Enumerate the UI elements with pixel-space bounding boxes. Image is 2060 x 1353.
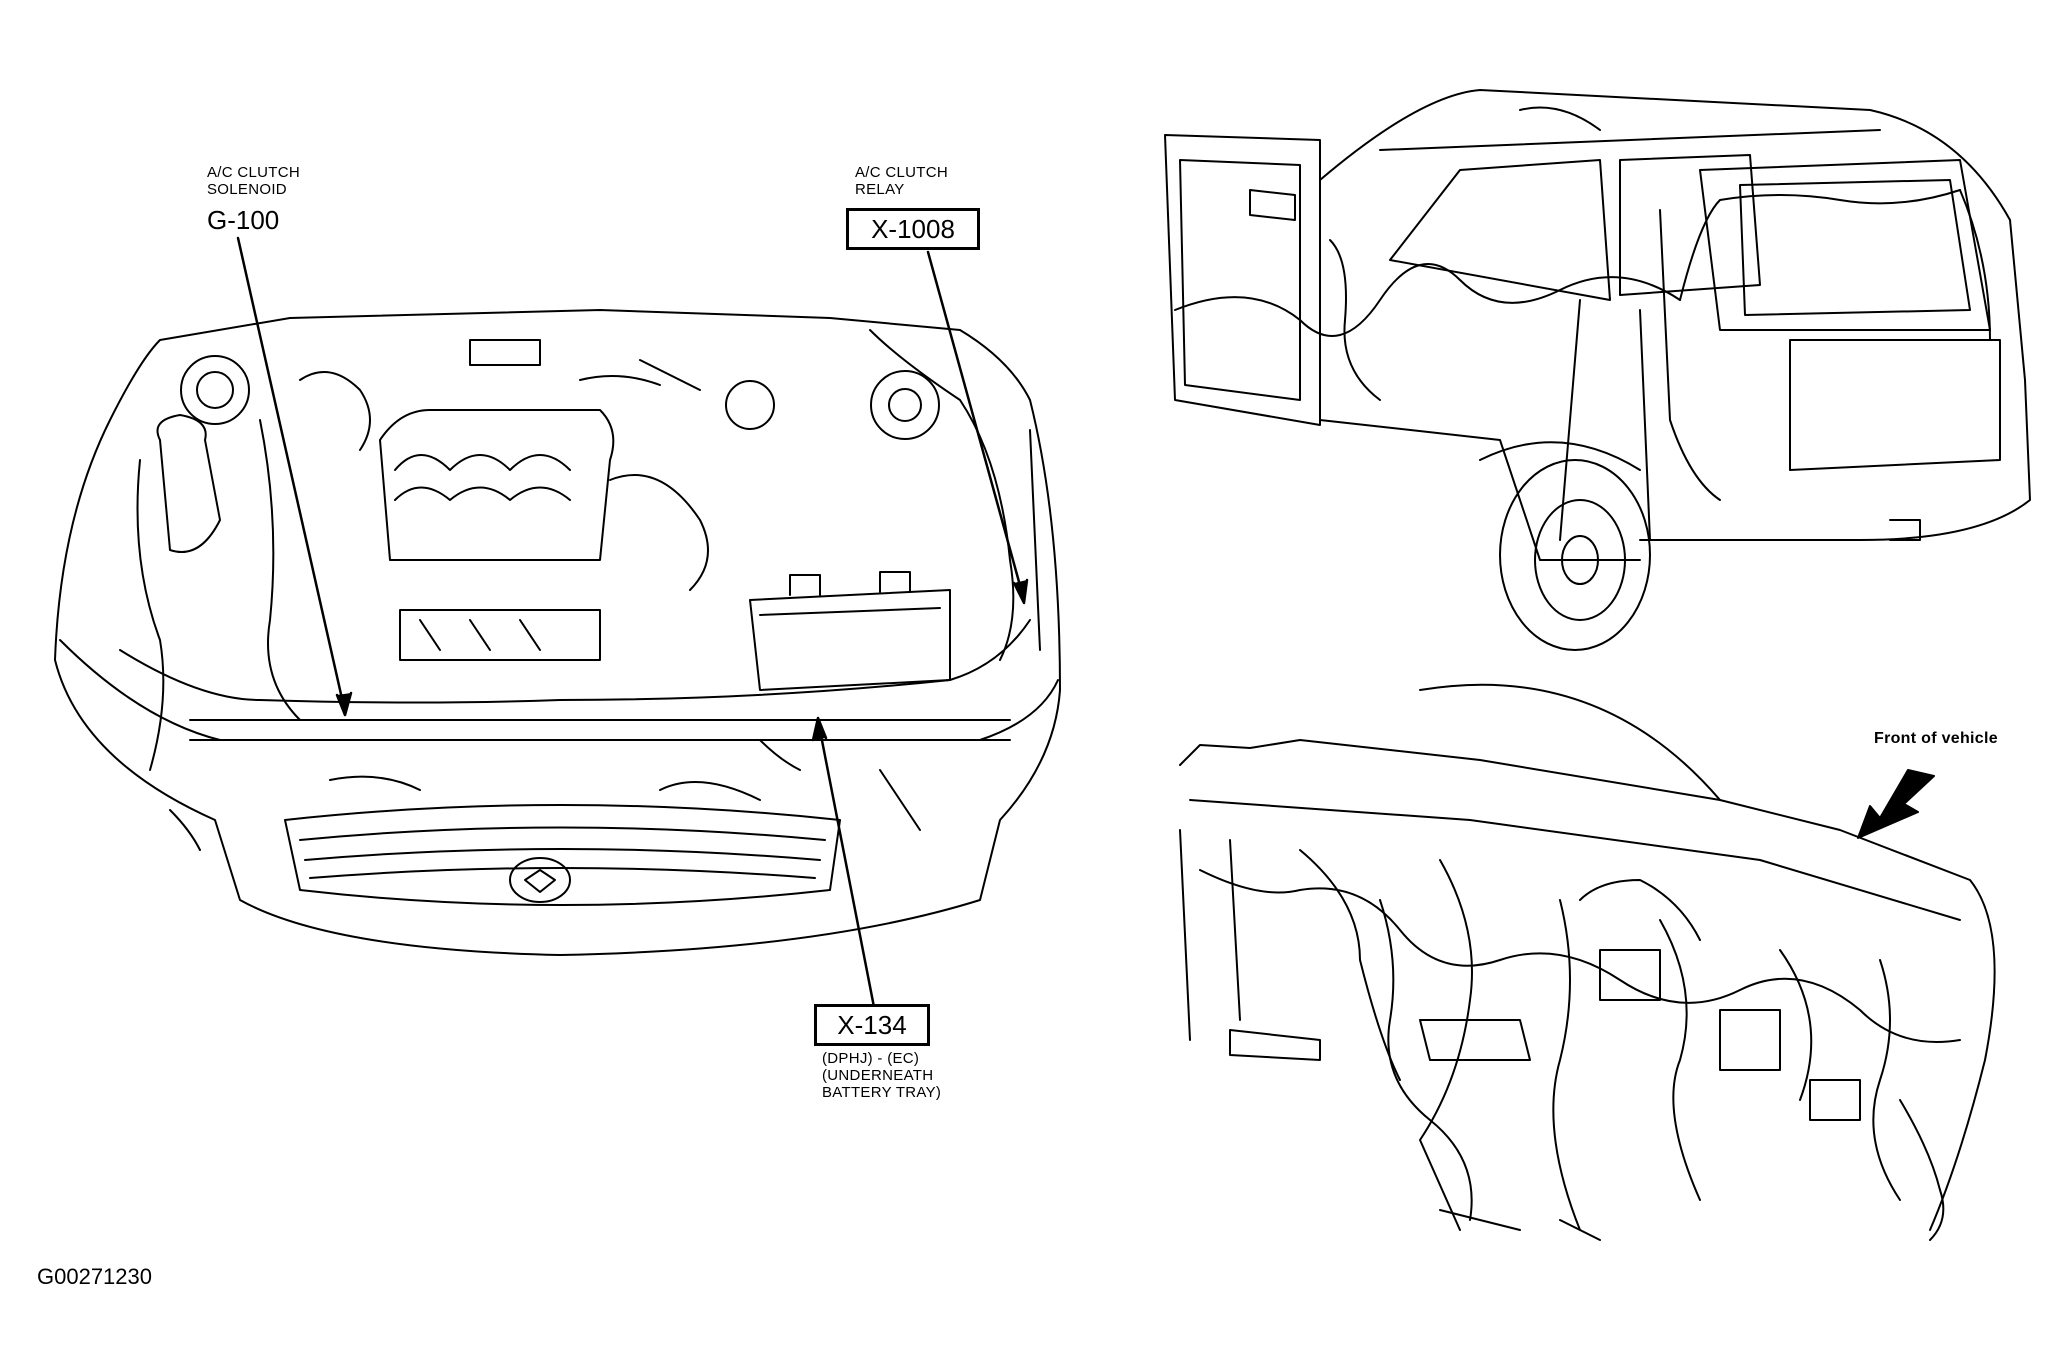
ac-clutch-relay-code-box: X-1008 — [846, 208, 980, 250]
ac-clutch-solenoid-label: A/C CLUTCH SOLENOID — [207, 164, 301, 198]
x134-code-box: X-134 — [814, 1004, 930, 1046]
vehicle-rear-illustration — [1164, 89, 2031, 651]
front-of-vehicle-arrow — [1857, 769, 1935, 839]
x134-note: (DPHJ) - (EC) (UNDERNEATH BATTERY TRAY) — [822, 1050, 942, 1101]
ac-clutch-solenoid-code: G-100 — [207, 205, 280, 235]
leader-x1008 — [926, 250, 1029, 605]
leader-g100 — [236, 236, 353, 717]
engine-bay-illustration — [54, 309, 1061, 956]
figure-id: G00271230 — [37, 1264, 152, 1289]
front-of-vehicle-label: Front of vehicle — [1874, 730, 1998, 747]
dashboard-illustration — [1179, 683, 1996, 1241]
leader-x134 — [811, 716, 876, 1009]
ac-clutch-relay-label: A/C CLUTCH RELAY — [855, 164, 949, 198]
